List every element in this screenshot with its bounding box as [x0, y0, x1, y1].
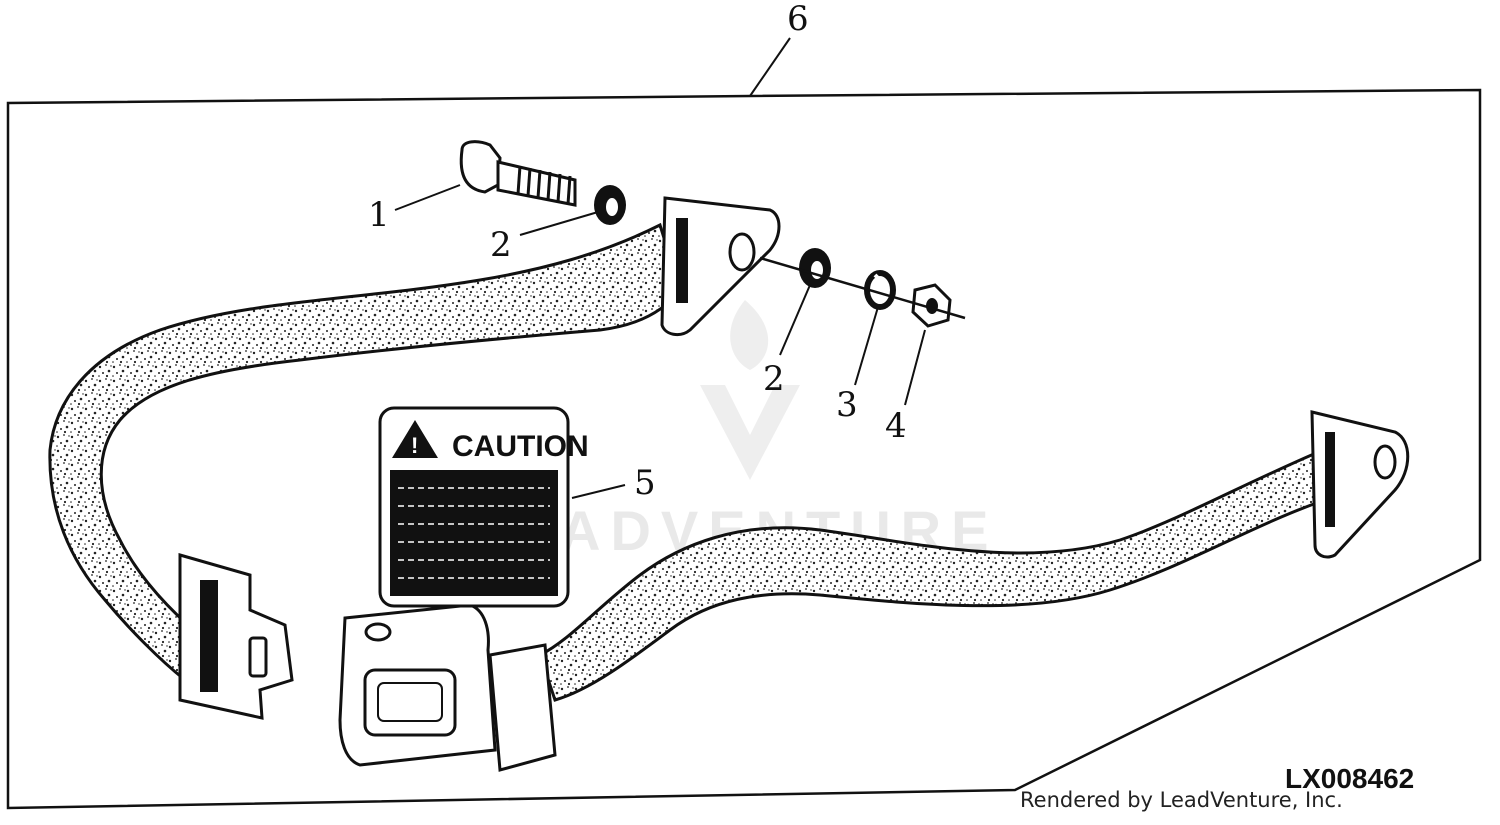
- caution-text-block: [390, 470, 558, 596]
- kit-outline: [6, 88, 1482, 810]
- callout-4: 4: [885, 406, 907, 446]
- right-anchor-slot: [1325, 432, 1335, 527]
- buckle-release-button: [363, 668, 457, 737]
- buckle-strap-clamp: [488, 643, 557, 772]
- shoulder-bolt: [459, 140, 577, 207]
- figure-code: LX008462: [1285, 763, 1414, 794]
- leader-lines: [394, 37, 926, 499]
- washer-right: [799, 248, 831, 288]
- buckle-release-inner: [377, 682, 443, 722]
- left-anchor-plate: [660, 196, 781, 337]
- callout-3: 3: [836, 385, 858, 425]
- hardware-axis: [759, 256, 966, 320]
- svg-text:!: !: [411, 433, 418, 458]
- callout-5: 5: [634, 463, 656, 503]
- watermark-logo: [700, 300, 800, 480]
- left-anchor-hole: [728, 232, 756, 272]
- caution-decal: ! CAUTION: [378, 406, 589, 608]
- callout-1: 1: [368, 195, 390, 235]
- tongue-window: [248, 636, 268, 678]
- washer-left: [594, 185, 626, 225]
- belt-tongue: [178, 553, 294, 720]
- buckle-rivet: [364, 622, 392, 642]
- caution-title: CAUTION: [452, 430, 589, 463]
- tongue-slot: [200, 580, 218, 692]
- callout-2-right: 2: [763, 359, 785, 399]
- right-anchor-hole: [1373, 444, 1397, 480]
- left-anchor-slot: [676, 218, 688, 303]
- render-credit: Rendered by LeadVenture, Inc.: [1020, 788, 1343, 812]
- hex-nut: [911, 283, 952, 328]
- callout-2-left: 2: [490, 225, 512, 265]
- warning-triangle-icon: [392, 420, 438, 458]
- right-strap: [538, 442, 1342, 702]
- callout-6: 6: [787, 0, 809, 39]
